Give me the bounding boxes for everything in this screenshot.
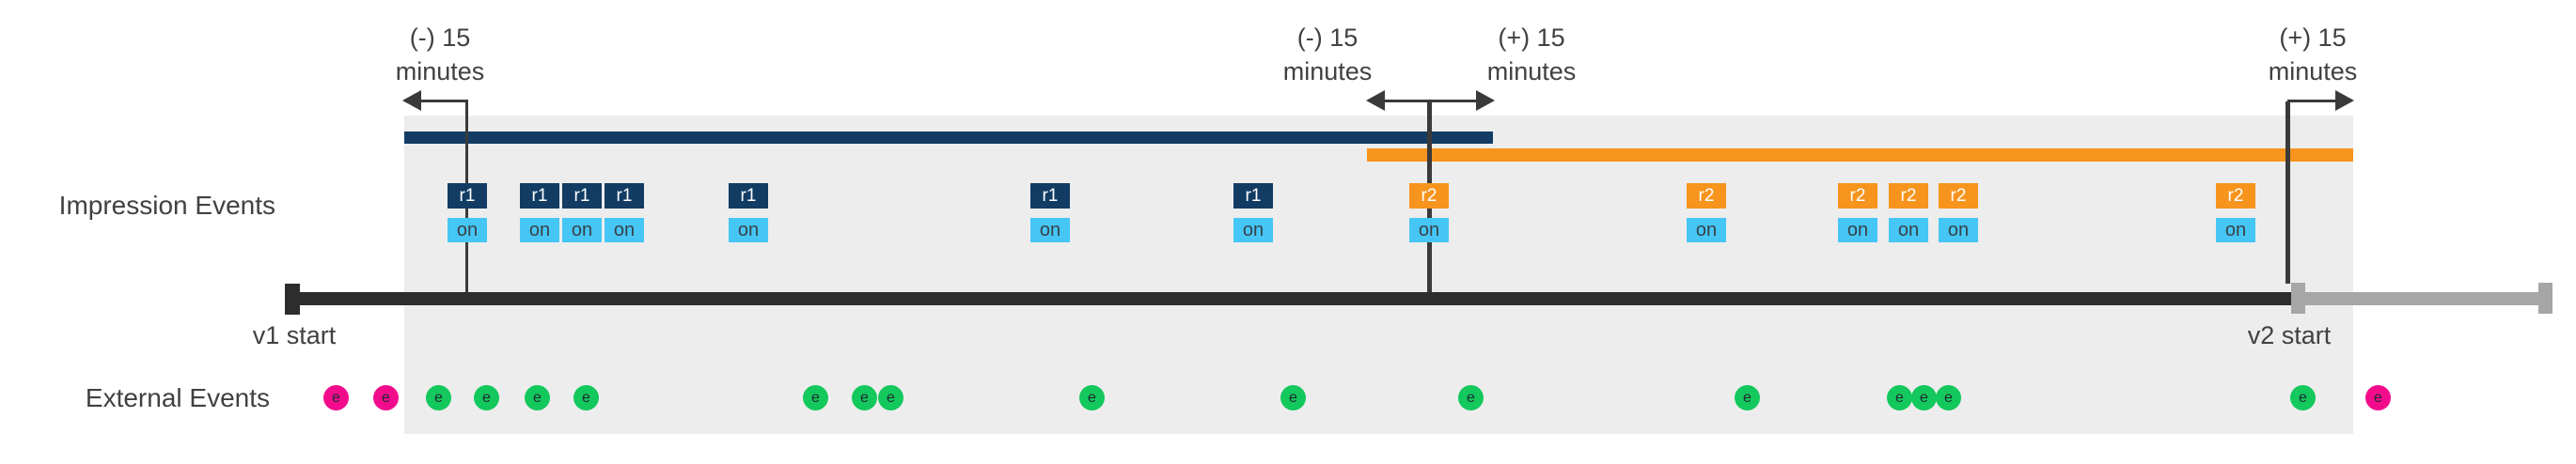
- external-event-dot: e: [474, 385, 499, 410]
- v1-start-tick: [285, 284, 300, 315]
- v2-end-tick: [2538, 283, 2552, 314]
- impression-on-state: on: [1687, 218, 1726, 242]
- impression-on-state: on: [520, 218, 559, 242]
- impression-release-tag: r1: [520, 183, 559, 209]
- impression-release-tag: r1: [448, 183, 487, 209]
- impression-event: r1 on: [1030, 183, 1070, 242]
- external-event-dot: e: [373, 385, 399, 410]
- arrowhead-right-icon: [2335, 90, 2354, 111]
- impression-event: r1 on: [605, 183, 644, 242]
- external-events-row-label: External Events: [85, 383, 270, 412]
- impression-event: r1 on: [448, 183, 487, 242]
- impression-event: r1 on: [562, 183, 602, 242]
- impression-release-tag: r2: [1838, 183, 1877, 209]
- annotation-line-2: minutes: [395, 57, 485, 85]
- impression-on-state: on: [1939, 218, 1978, 242]
- v1-start-label: v1 start: [252, 321, 337, 349]
- impression-on-state: on: [2216, 218, 2255, 242]
- annotation-minus-15-left: (-) 15 minutes: [337, 21, 543, 88]
- impression-event: r1 on: [520, 183, 559, 242]
- impression-event: r1 on: [1233, 183, 1273, 242]
- arrowhead-right-icon: [1476, 90, 1495, 111]
- impression-release-tag: r2: [1939, 183, 1978, 209]
- impression-release-tag: r2: [1409, 183, 1449, 209]
- left-window-arrow-line: [419, 100, 468, 102]
- external-event-dot: e: [2365, 385, 2391, 410]
- impression-on-state: on: [1838, 218, 1877, 242]
- external-event-dot: e: [2290, 385, 2316, 410]
- external-event-dot: e: [803, 385, 828, 410]
- mid-window-arrow-line: [1383, 100, 1478, 102]
- impression-event: r1 on: [729, 183, 768, 242]
- impression-release-tag: r1: [605, 183, 644, 209]
- impression-event: r2 on: [1889, 183, 1928, 242]
- impression-on-state: on: [1889, 218, 1928, 242]
- annotation-line-2: minutes: [1486, 57, 1577, 85]
- annotation-line-2: minutes: [2268, 57, 2358, 85]
- impression-release-tag: r2: [2216, 183, 2255, 209]
- external-event-dot: e: [1887, 385, 1912, 410]
- v2-start-label: v2 start: [2247, 321, 2332, 349]
- external-event-dot: e: [426, 385, 451, 410]
- impression-event: r2 on: [1409, 183, 1449, 242]
- impression-event: r2 on: [1687, 183, 1726, 242]
- arrowhead-left-icon: [402, 90, 421, 111]
- observation-window-background: [404, 116, 2353, 434]
- external-event-dot: e: [573, 385, 599, 410]
- v1-timeline-bar: [286, 292, 2291, 305]
- r1-active-bar: [404, 131, 1493, 144]
- external-event-dot: e: [1079, 385, 1105, 410]
- v2-start-tick: [2291, 283, 2305, 314]
- r2-active-bar: [1367, 148, 2353, 162]
- external-event-dot: e: [323, 385, 349, 410]
- annotation-line-2: minutes: [1282, 57, 1373, 85]
- annotation-line-1: (+) 15: [1498, 23, 1565, 52]
- impression-events-row-label: Impression Events: [58, 191, 275, 220]
- annotation-plus-15-mid: (+) 15 minutes: [1428, 21, 1635, 88]
- impression-release-tag: r1: [1030, 183, 1070, 209]
- annotation-plus-15-right: (+) 15 minutes: [2209, 21, 2416, 88]
- impression-on-state: on: [1233, 218, 1273, 242]
- external-event-dot: e: [1735, 385, 1760, 410]
- impression-release-tag: r1: [562, 183, 602, 209]
- external-event-dot: e: [1936, 385, 1961, 410]
- external-event-dot: e: [525, 385, 550, 410]
- arrowhead-left-icon: [1366, 90, 1385, 111]
- external-event-dot: e: [1280, 385, 1306, 410]
- annotation-line-1: (-) 15: [1296, 23, 1359, 52]
- impression-release-tag: r2: [1889, 183, 1928, 209]
- v2-window-marker-line: [2285, 101, 2290, 284]
- external-event-dot: e: [1458, 385, 1484, 410]
- impression-on-state: on: [448, 218, 487, 242]
- impression-on-state: on: [1030, 218, 1070, 242]
- v2-timeline-bar: [2291, 292, 2552, 305]
- impression-on-state: on: [1409, 218, 1449, 242]
- impression-release-tag: r1: [1233, 183, 1273, 209]
- impression-release-tag: r1: [729, 183, 768, 209]
- impression-event: r2 on: [1838, 183, 1877, 242]
- impression-release-tag: r2: [1687, 183, 1726, 209]
- impression-event: r2 on: [1939, 183, 1978, 242]
- right-window-arrow-line: [2287, 100, 2339, 102]
- external-event-dot: e: [878, 385, 903, 410]
- impression-on-state: on: [605, 218, 644, 242]
- external-event-dot: e: [1911, 385, 1937, 410]
- impression-on-state: on: [729, 218, 768, 242]
- external-event-dot: e: [852, 385, 877, 410]
- impression-on-state: on: [562, 218, 602, 242]
- annotation-minus-15-mid: (-) 15 minutes: [1224, 21, 1431, 88]
- annotation-line-1: (+) 15: [2279, 23, 2347, 52]
- impression-event: r2 on: [2216, 183, 2255, 242]
- annotation-line-1: (-) 15: [409, 23, 471, 52]
